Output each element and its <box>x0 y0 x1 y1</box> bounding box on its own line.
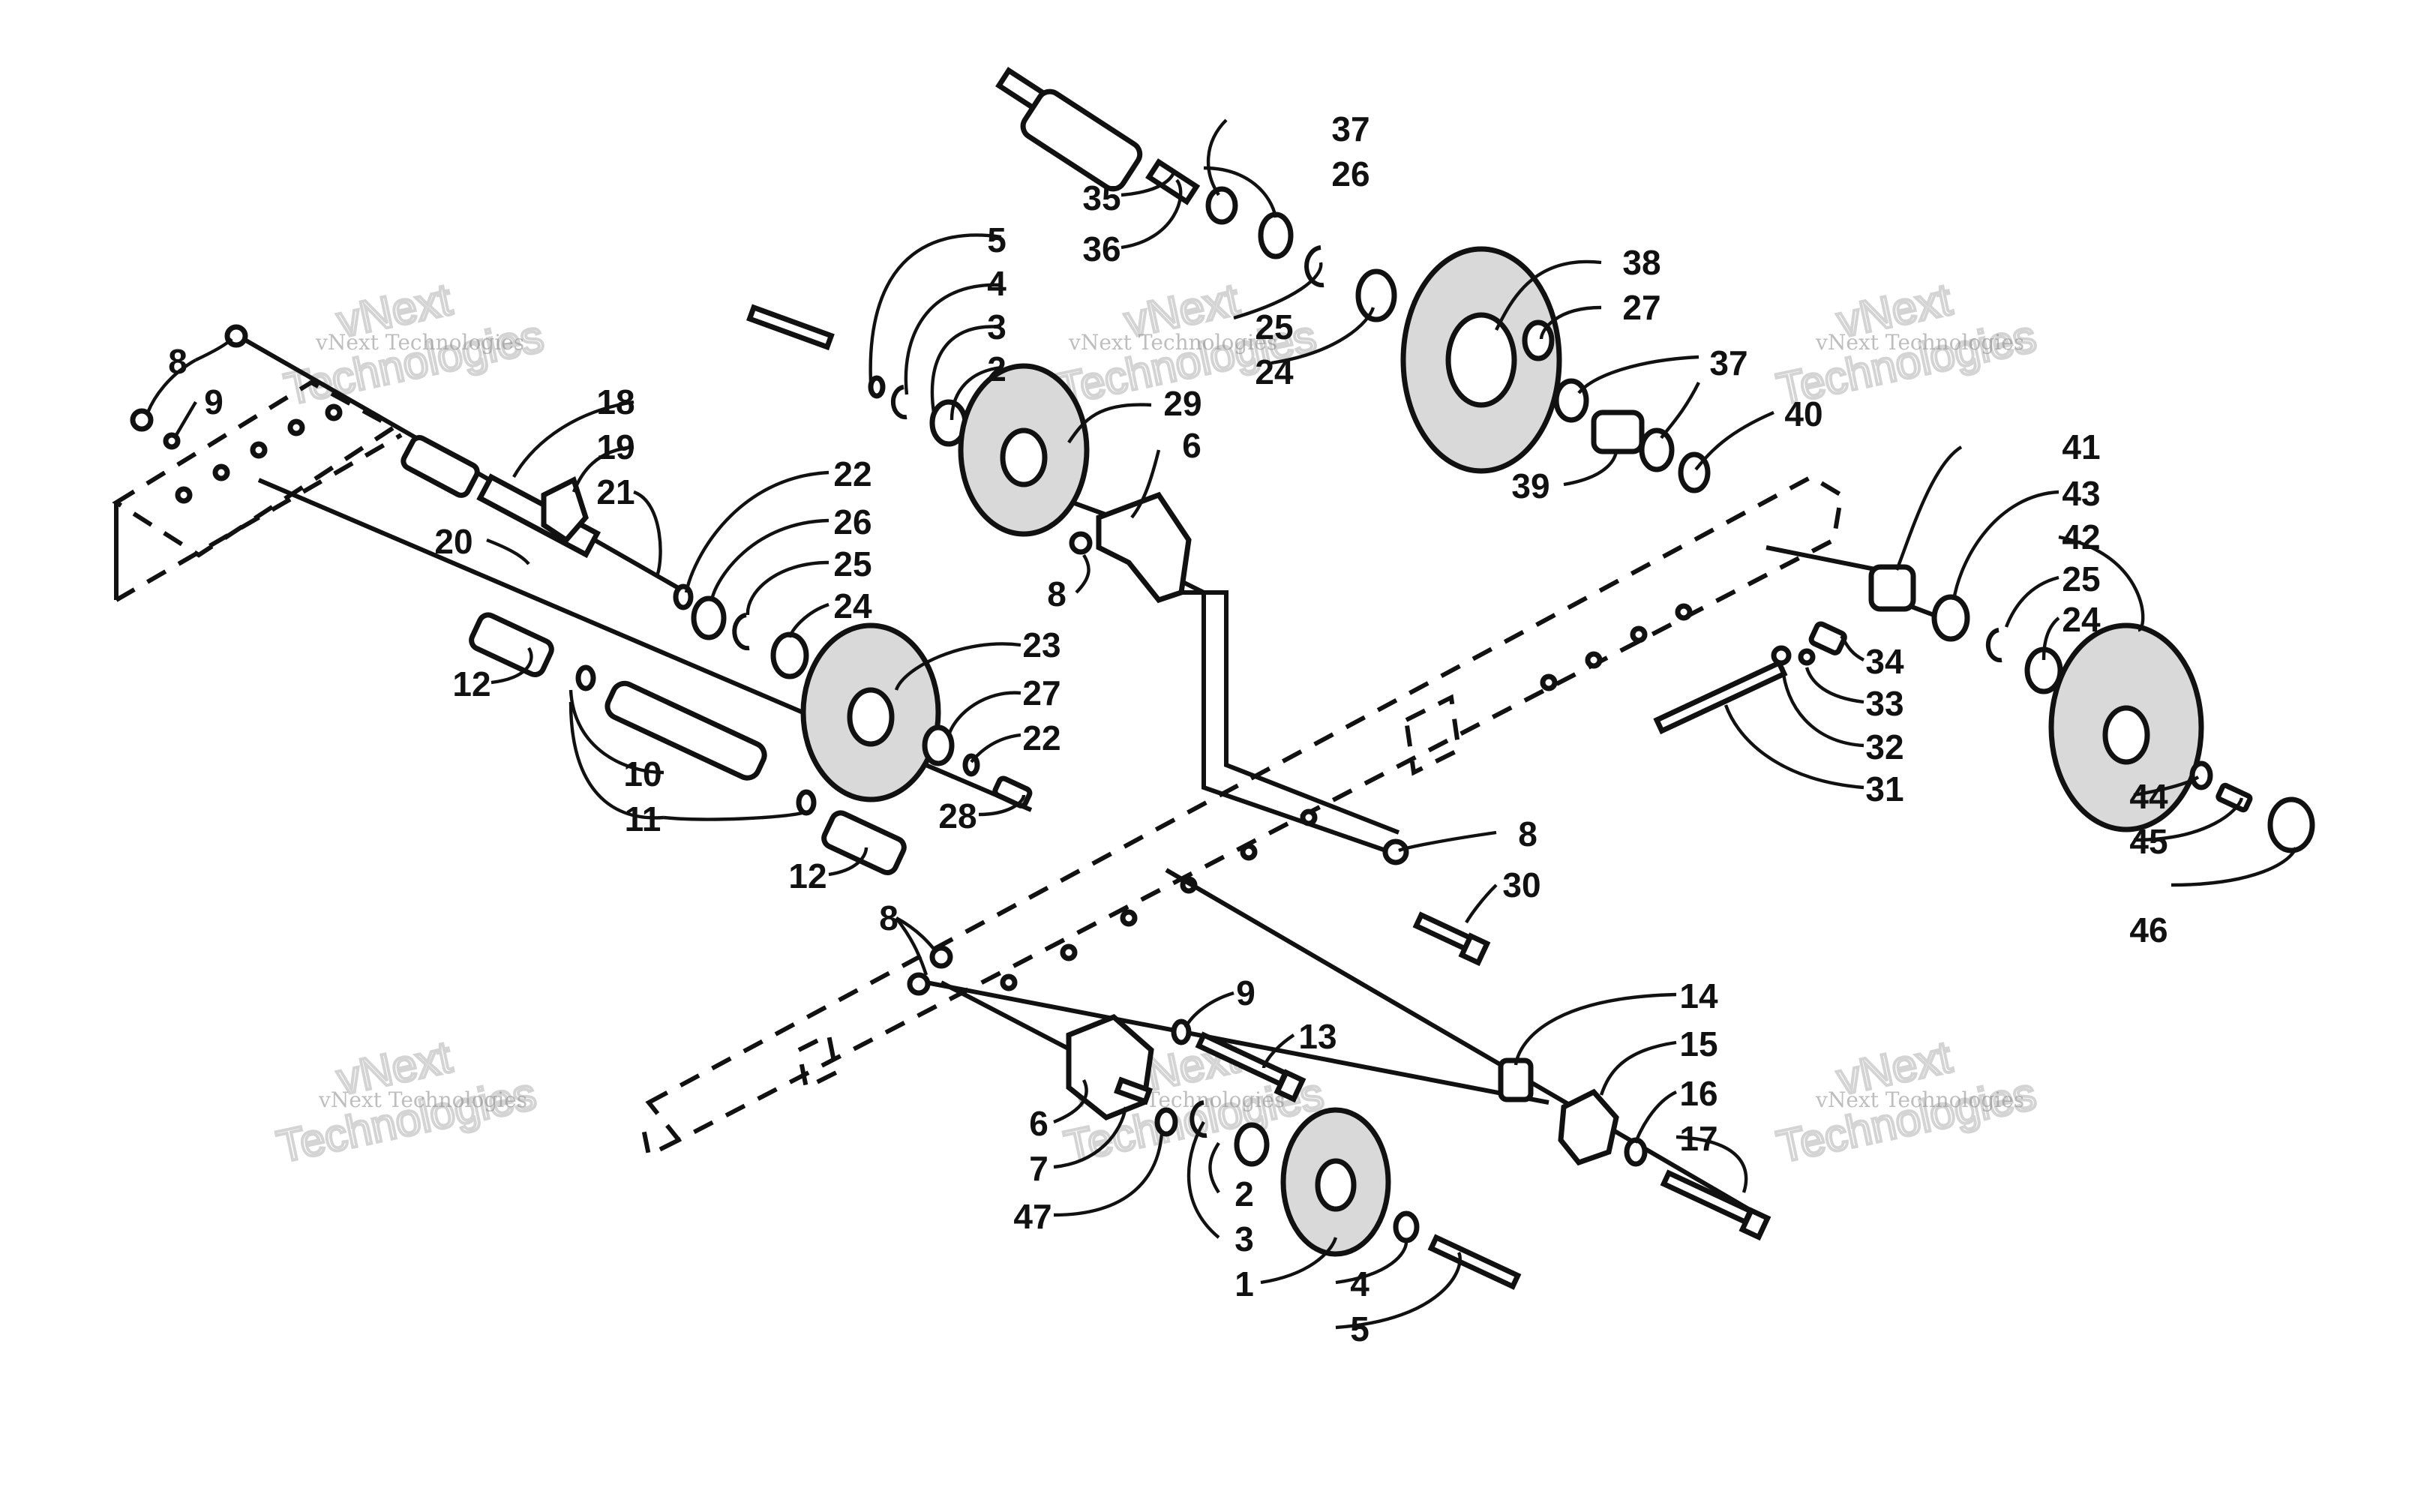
callout-5: 5 <box>987 220 1006 260</box>
callout-46: 46 <box>2129 910 2168 950</box>
callout-6: 6 <box>1182 426 1202 465</box>
callout-8: 8 <box>1047 574 1066 614</box>
callout-37: 37 <box>1331 110 1370 148</box>
callout-9: 9 <box>1236 974 1256 1012</box>
callout-17: 17 <box>1679 1119 1718 1158</box>
callout-8: 8 <box>1518 814 1538 854</box>
part-idler-wheel-23 <box>800 622 1033 808</box>
callout-4: 4 <box>1350 1264 1370 1304</box>
callout-3: 3 <box>1234 1220 1254 1258</box>
callout-41: 41 <box>2062 428 2100 466</box>
svg-text:vNext Technologies: vNext Technologies <box>315 330 524 355</box>
part-wheel-mount-14-17 <box>1498 1058 1772 1241</box>
svg-text:vNext Technologies: vNext Technologies <box>1068 330 1277 355</box>
callout-44: 44 <box>2129 777 2168 816</box>
callout-37: 37 <box>1709 344 1748 382</box>
callout-2: 2 <box>987 350 1006 388</box>
callout-8: 8 <box>879 898 898 938</box>
main-slide-rail <box>639 474 1844 1159</box>
callout-29: 29 <box>1163 384 1202 423</box>
svg-text:vNext Technologies: vNext Technologies <box>1815 1088 2024 1112</box>
callout-3: 3 <box>987 308 1006 346</box>
callout-25: 25 <box>833 544 872 584</box>
callout-7: 7 <box>1029 1149 1048 1188</box>
callout-12: 12 <box>452 664 490 704</box>
callout-40: 40 <box>1784 394 1822 434</box>
callout-47: 47 <box>1013 1197 1052 1236</box>
part-bracket-6-lower <box>907 945 1270 1167</box>
callout-32: 32 <box>1865 728 1904 766</box>
callout-26: 26 <box>833 502 872 542</box>
svg-text:vNext Technologies: vNext Technologies <box>1815 330 2024 355</box>
callout-13: 13 <box>1298 1017 1336 1056</box>
callout-27: 27 <box>1022 674 1060 712</box>
callout-42: 42 <box>2062 518 2100 556</box>
callout-8: 8 <box>168 342 188 381</box>
svg-text:vNext Technologies: vNext Technologies <box>318 1088 527 1112</box>
callout-16: 16 <box>1679 1074 1718 1113</box>
callout-28: 28 <box>938 796 976 836</box>
part-upper-axle-shaft <box>995 67 1201 206</box>
callout-20: 20 <box>434 522 472 561</box>
watermark-bottom-right: vNext Technologies vNext Technologies <box>1772 1030 2042 1173</box>
leader-lines <box>146 118 2298 1330</box>
callout-18: 18 <box>596 382 634 422</box>
part-spacer-tubes <box>469 612 907 876</box>
callout-11: 11 <box>625 800 662 838</box>
callout-39: 39 <box>1511 466 1550 506</box>
callout-6: 6 <box>1029 1104 1048 1143</box>
part-bolt-13 <box>1171 1018 1306 1103</box>
callout-25: 25 <box>1255 308 1293 346</box>
left-rail-fragment <box>112 380 403 602</box>
callout-43: 43 <box>2062 474 2100 513</box>
callout-24: 24 <box>833 586 872 626</box>
callout-14: 14 <box>1679 976 1718 1016</box>
callout-19: 19 <box>596 428 634 466</box>
callout-22: 22 <box>1022 718 1060 758</box>
callout-22: 22 <box>833 454 872 494</box>
callout-labels: 1 2 2 3 3 4 4 5 5 6 6 7 8 8 8 8 9 9 10 1… <box>168 110 2168 1348</box>
callout-25: 25 <box>2062 560 2100 598</box>
callout-35: 35 <box>1082 178 1120 218</box>
watermark-top-right: vNext Technologies vNext Technologies <box>1772 272 2042 416</box>
part-wheel-42-assembly <box>1868 564 2315 854</box>
callout-4: 4 <box>987 264 1006 303</box>
callout-36: 36 <box>1082 230 1120 268</box>
part-cross-shaft-18 <box>130 324 809 680</box>
callout-26: 26 <box>1331 154 1370 194</box>
callout-27: 27 <box>1622 288 1660 327</box>
callout-15: 15 <box>1679 1024 1718 1064</box>
callout-2: 2 <box>1234 1174 1254 1214</box>
callout-1: 1 <box>1234 1264 1254 1304</box>
callout-45: 45 <box>2129 822 2168 861</box>
part-idler-wheel-29 <box>746 304 1090 537</box>
part-bolt-31 <box>1653 621 1847 735</box>
callout-34: 34 <box>1865 642 1904 681</box>
callout-21: 21 <box>596 472 634 512</box>
callout-38: 38 <box>1622 243 1660 282</box>
callout-24: 24 <box>1255 352 1294 392</box>
watermark-bottom-left: vNext Technologies vNext Technologies <box>272 1030 542 1173</box>
callout-23: 23 <box>1022 626 1060 664</box>
callout-30: 30 <box>1502 866 1540 904</box>
callout-5: 5 <box>1350 1310 1370 1348</box>
part-bolt-30 <box>1382 838 1491 967</box>
callout-31: 31 <box>1865 770 1904 808</box>
watermark-top-left: vNext Technologies vNext Technologies <box>279 272 550 416</box>
callout-24: 24 <box>2062 600 2101 639</box>
callout-9: 9 <box>204 382 224 422</box>
callout-33: 33 <box>1865 684 1904 723</box>
callout-10: 10 <box>623 754 662 794</box>
part-bracket-6-upper <box>1069 491 1192 604</box>
part-wheel-1 <box>1280 1107 1522 1290</box>
callout-12: 12 <box>788 856 826 896</box>
